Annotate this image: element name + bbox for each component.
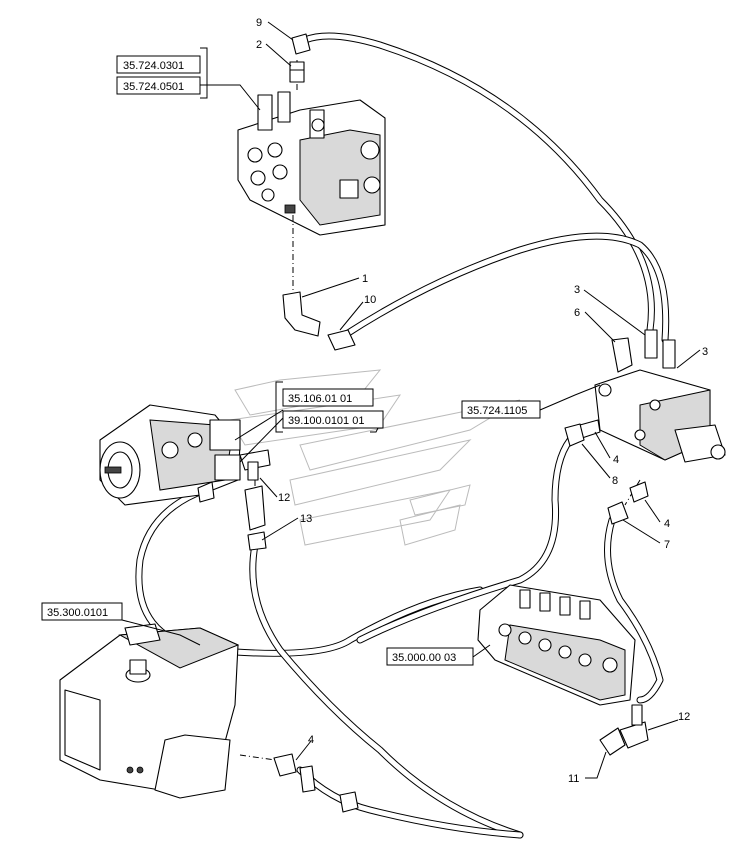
callout-13: 13 (300, 513, 312, 525)
ref-box-valve-a (116, 55, 201, 74)
fitting-11-elbow (599, 727, 626, 756)
callout-9: 9 (256, 17, 262, 29)
hydraulic-pump (99, 404, 241, 506)
callout-10: 10 (364, 294, 376, 306)
fittings-block (564, 329, 676, 525)
fitting-12-tee (239, 449, 271, 481)
callout-4-upper: 4 (613, 454, 619, 466)
fitting-13 (244, 485, 267, 551)
callout-7: 7 (664, 539, 670, 551)
callout-12-top: 12 (278, 492, 290, 504)
callout-12-bottom: 12 (678, 711, 690, 723)
ref-box-pump-a (282, 388, 374, 407)
ref-valve-b: 35.724.0501 (123, 81, 184, 93)
callout-3-left: 3 (574, 284, 580, 296)
callouts: 9 2 1 10 3 6 3 4 8 4 7 12 13 4 12 11 (256, 17, 708, 785)
fitting-4-tank (273, 753, 316, 793)
callout-1: 1 (362, 273, 368, 285)
ref-pump-a: 35.106.01 01 (288, 393, 352, 405)
leader-lines (121, 21, 701, 779)
fitting-10 (327, 329, 356, 351)
fitting-2 (289, 61, 305, 83)
watermark-logo (229, 369, 521, 546)
ref-box-tank (41, 602, 123, 621)
ref-valve-a: 35.724.0301 (123, 60, 184, 72)
hydraulic-tank (59, 623, 240, 799)
hydraulic-block (594, 369, 726, 463)
main-control-valve (477, 584, 636, 706)
control-valve-top (237, 91, 386, 236)
fitting-1-elbow (282, 291, 321, 337)
ref-mainvalve: 35.000.00 03 (392, 652, 456, 664)
ref-block: 35.724.1105 (467, 405, 527, 417)
hose-end-bottom (339, 791, 359, 813)
fitting-12-bottom (619, 704, 649, 749)
callout-8: 8 (612, 475, 618, 487)
fitting-pump-outlet (197, 481, 215, 503)
callout-2: 2 (256, 39, 262, 51)
callout-4-mid: 4 (664, 518, 670, 530)
callout-4-lower: 4 (308, 734, 314, 746)
callout-6: 6 (574, 307, 580, 319)
fitting-9 (291, 33, 311, 55)
reference-boxes: 35.724.0301 35.724.0501 35.106.01 01 39.… (41, 47, 541, 666)
ref-tank: 35.300.0101 (47, 607, 108, 619)
callout-3-right: 3 (702, 346, 708, 358)
callout-11: 11 (568, 773, 579, 785)
ref-pump-b: 39.100.0101 01 (288, 415, 364, 427)
ref-box-pump-b (282, 410, 384, 429)
